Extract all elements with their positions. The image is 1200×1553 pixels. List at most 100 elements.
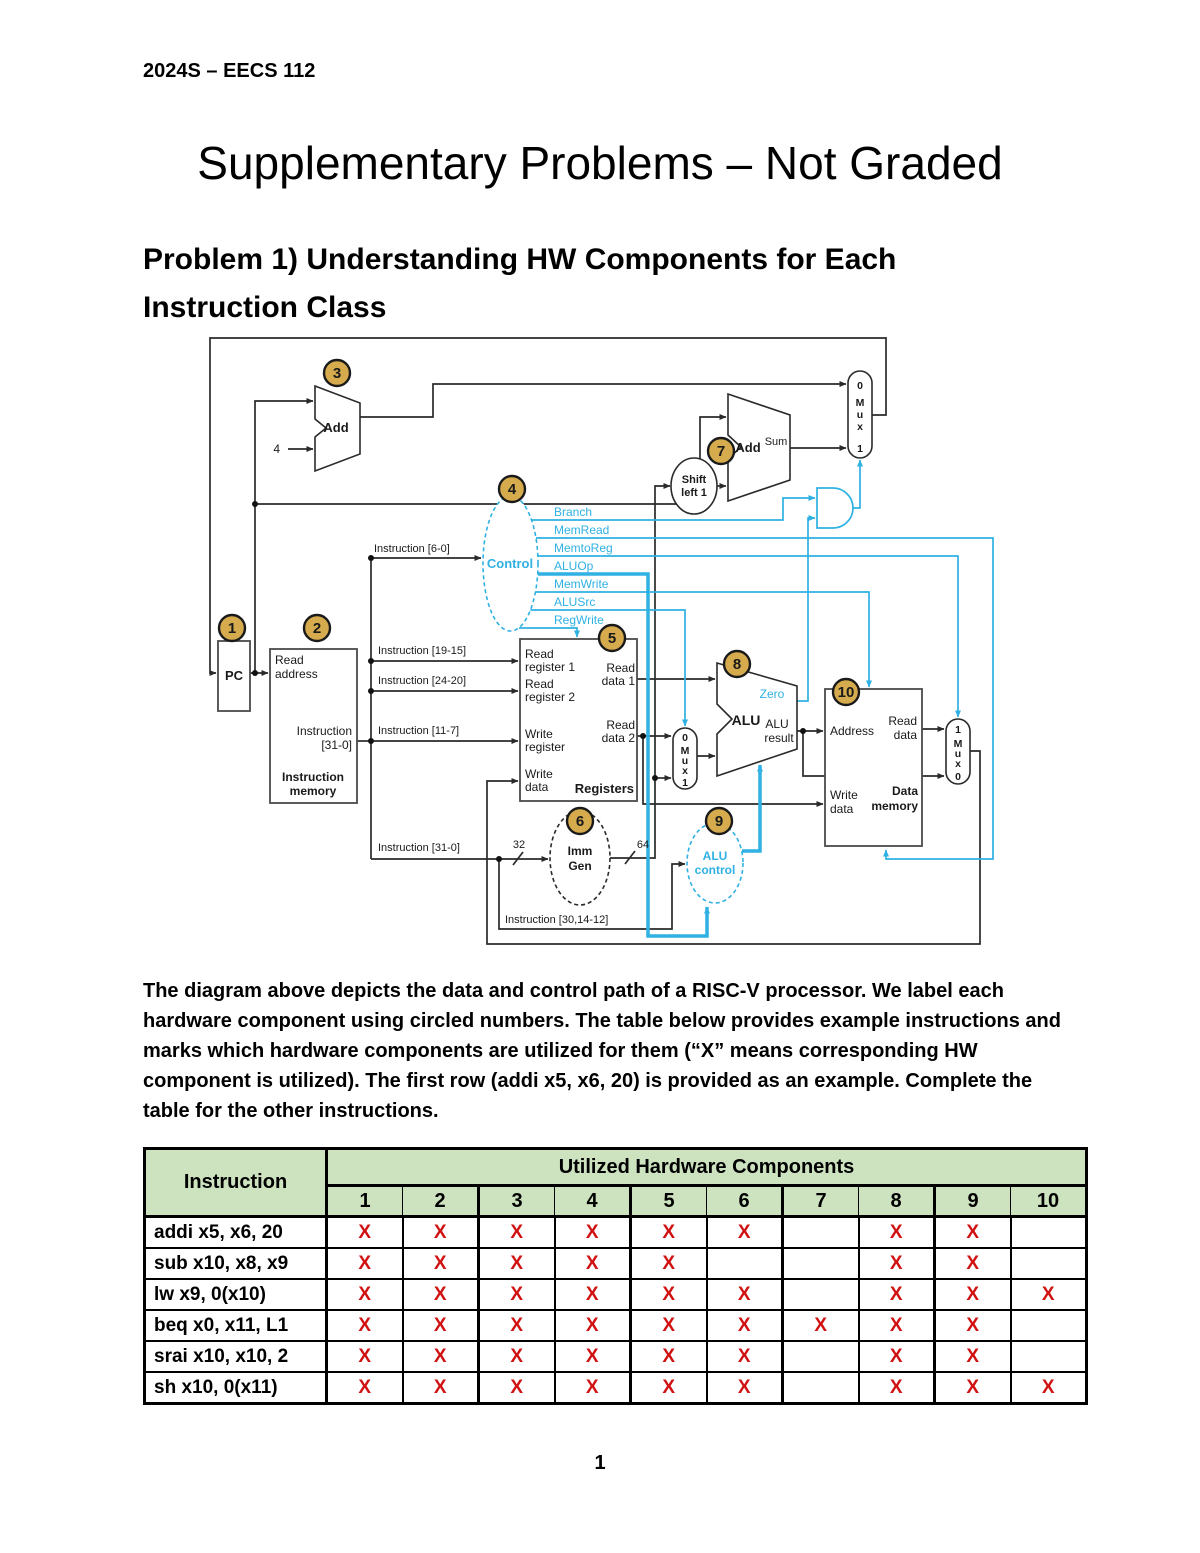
utilized-mark: X bbox=[553, 1371, 632, 1405]
empty-cell bbox=[1009, 1340, 1088, 1373]
utilized-mark: X bbox=[933, 1278, 1012, 1311]
immgen-label-2: Gen bbox=[568, 859, 591, 873]
utilized-mark: X bbox=[325, 1215, 404, 1249]
immgen-label-1: Imm bbox=[568, 844, 593, 858]
signal-label-aluop: ALUOp bbox=[554, 559, 594, 573]
utilized-mark: X bbox=[781, 1309, 860, 1342]
utilized-mark: X bbox=[629, 1371, 708, 1405]
badge-9-number: 9 bbox=[715, 813, 723, 830]
utilized-mark: X bbox=[1009, 1278, 1088, 1311]
alu-result-label-2: result bbox=[764, 731, 794, 745]
mux-right-0: 0 bbox=[955, 771, 961, 783]
utilized-mark: X bbox=[857, 1309, 936, 1342]
regs-read-data2-1: Read bbox=[606, 718, 635, 732]
mux-right-1: 1 bbox=[955, 724, 961, 736]
component-col-header-4: 4 bbox=[554, 1185, 632, 1218]
signal-label-branch: Branch bbox=[554, 505, 592, 519]
dmem-address-label: Address bbox=[830, 724, 874, 738]
problem-heading: Problem 1) Understanding HW Components f… bbox=[143, 236, 1083, 332]
instruction-label: addi x5, x6, 20 bbox=[143, 1215, 328, 1249]
utilized-mark: X bbox=[857, 1247, 936, 1280]
course-header: 2024S – EECS 112 bbox=[143, 60, 316, 82]
badge-3-number: 3 bbox=[333, 365, 341, 382]
tap-label-i11-7: Instruction [11-7] bbox=[378, 725, 459, 737]
component-col-header-1: 1 bbox=[326, 1185, 403, 1218]
regs-name: Registers bbox=[575, 781, 634, 796]
tap-label-i24-20: Instruction [24-20] bbox=[378, 675, 466, 687]
badge-4: 4 bbox=[497, 474, 527, 504]
regs-read-reg2-2: register 2 bbox=[525, 690, 575, 704]
imem-name-2: memory bbox=[290, 784, 337, 798]
utilized-mark: X bbox=[1009, 1371, 1088, 1405]
utilized-mark: X bbox=[553, 1278, 632, 1311]
utilized-mark: X bbox=[325, 1340, 404, 1373]
instruction-table: Instruction Utilized Hardware Components… bbox=[143, 1147, 1088, 1405]
alu-control-label-1: ALU bbox=[703, 849, 728, 863]
regs-write-reg-2: register bbox=[525, 740, 565, 754]
instruction-label: lw x9, 0(x10) bbox=[143, 1278, 328, 1311]
alu-src-mux bbox=[672, 727, 698, 790]
utilized-mark: X bbox=[629, 1215, 708, 1249]
badge-5: 5 bbox=[597, 623, 627, 653]
empty-cell bbox=[705, 1247, 784, 1280]
dmem-read-data-1: Read bbox=[888, 714, 917, 728]
utilized-mark: X bbox=[933, 1371, 1012, 1405]
mux-top-m: M bbox=[856, 397, 865, 409]
empty-cell bbox=[781, 1278, 860, 1311]
width-32-label: 32 bbox=[513, 839, 525, 851]
imem-out-2: [31-0] bbox=[321, 738, 352, 752]
signal-label-regwrite: RegWrite bbox=[554, 613, 604, 627]
diagram-labels: PC Read address Instruction [31-0] Instr… bbox=[225, 380, 963, 926]
instruction-label: sub x10, x8, x9 bbox=[143, 1247, 328, 1280]
utilized-mark: X bbox=[705, 1215, 784, 1249]
badge-8: 8 bbox=[722, 649, 752, 679]
badge-5-number: 5 bbox=[608, 630, 616, 647]
signal-label-memread: MemRead bbox=[554, 523, 609, 537]
control-label: Control bbox=[487, 556, 533, 571]
badge-7-number: 7 bbox=[717, 443, 725, 460]
signal-label-memtoreg: MemtoReg bbox=[554, 541, 613, 555]
badge-10: 10 bbox=[831, 677, 861, 707]
empty-cell bbox=[781, 1340, 860, 1373]
data-memory-box bbox=[824, 688, 923, 847]
utilized-mark: X bbox=[477, 1247, 556, 1280]
utilized-mark: X bbox=[933, 1340, 1012, 1373]
utilized-mark: X bbox=[325, 1309, 404, 1342]
utilized-mark: X bbox=[933, 1309, 1012, 1342]
component-col-header-10: 10 bbox=[1010, 1185, 1087, 1218]
utilized-mark: X bbox=[401, 1340, 480, 1373]
pc-adder-shape bbox=[314, 384, 361, 473]
instruction-label: srai x10, x10, 2 bbox=[143, 1340, 328, 1373]
alu-zero-label: Zero bbox=[760, 687, 785, 701]
utilized-mark: X bbox=[933, 1215, 1012, 1249]
instruction-column-header: Instruction bbox=[144, 1148, 328, 1218]
regs-read-reg2-1: Read bbox=[525, 677, 554, 691]
utilized-mark: X bbox=[705, 1309, 784, 1342]
risc-v-datapath-diagram: PC Read address Instruction [31-0] Instr… bbox=[209, 337, 994, 945]
badge-6: 6 bbox=[565, 806, 595, 836]
branch-adder-shape bbox=[727, 392, 791, 503]
mem-to-reg-mux bbox=[945, 718, 971, 785]
component-col-header-7: 7 bbox=[782, 1185, 859, 1218]
utilized-mark: X bbox=[857, 1215, 936, 1249]
dmem-name-2: memory bbox=[871, 799, 918, 813]
utilized-mark: X bbox=[553, 1309, 632, 1342]
empty-cell bbox=[781, 1371, 860, 1405]
instruction-table-container: Instruction Utilized Hardware Components… bbox=[143, 1147, 1088, 1405]
mux-mid-1: 1 bbox=[682, 777, 688, 789]
alu-control-label-2: control bbox=[695, 863, 736, 877]
alu-result-label-1: ALU bbox=[765, 717, 788, 731]
utilized-mark: X bbox=[857, 1278, 936, 1311]
utilized-mark: X bbox=[477, 1309, 556, 1342]
tap-label-i31-0: Instruction [31-0] bbox=[378, 842, 460, 854]
alu-label: ALU bbox=[732, 712, 761, 728]
badge-7: 7 bbox=[706, 436, 736, 466]
pc-adder-label: Add bbox=[323, 420, 348, 435]
and-gate bbox=[816, 487, 854, 529]
utilized-mark: X bbox=[401, 1309, 480, 1342]
utilized-mark: X bbox=[477, 1278, 556, 1311]
